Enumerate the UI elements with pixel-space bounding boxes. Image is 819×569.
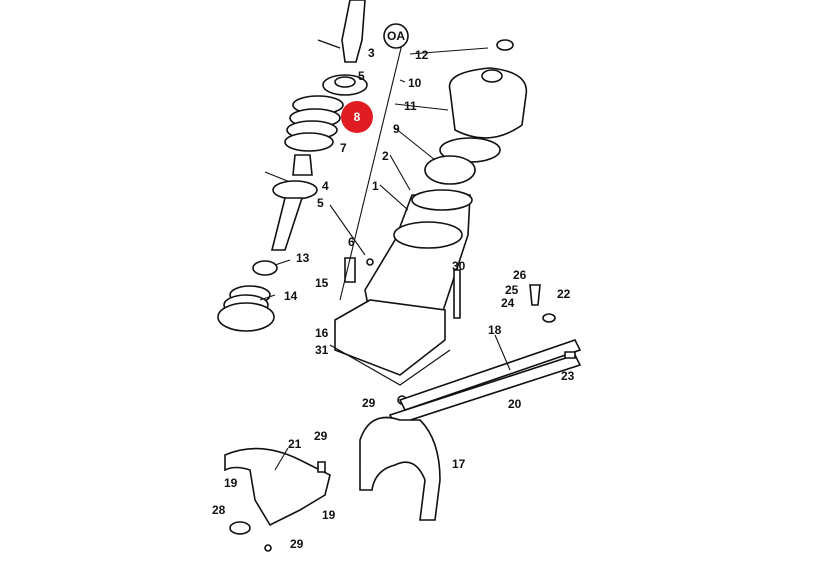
callout: 11 <box>404 99 417 113</box>
callout: 16 <box>315 326 329 340</box>
callout: 14 <box>284 289 298 303</box>
callout: 21 <box>288 437 302 451</box>
callout: 18 <box>488 323 502 337</box>
callout: 19 <box>322 508 336 522</box>
callout: 30 <box>452 259 466 273</box>
svg-text:OA: OA <box>387 29 405 43</box>
callout: 9 <box>393 122 400 136</box>
callout: 2 <box>382 149 389 163</box>
callout: 29 <box>290 537 304 551</box>
callout: 10 <box>408 76 422 90</box>
callout: 6 <box>348 235 355 249</box>
callout: 5 <box>317 196 324 210</box>
gear-lever <box>217 0 368 332</box>
callout: 24 <box>501 296 515 310</box>
leader-lines <box>259 43 511 471</box>
callout: 15 <box>315 276 329 290</box>
callout: 29 <box>314 429 328 443</box>
callout: 28 <box>212 503 226 517</box>
callout: 7 <box>340 141 347 155</box>
callout: 13 <box>296 251 310 265</box>
svg-text:8: 8 <box>354 110 361 124</box>
callout: 25 <box>505 283 519 297</box>
callout: 4 <box>322 179 329 193</box>
callout: 12 <box>415 48 429 62</box>
reference-badge: OA <box>383 23 409 49</box>
callout: 23 <box>561 369 575 383</box>
selector-forks <box>224 416 441 552</box>
callout: 1 <box>372 179 379 193</box>
callout: 17 <box>452 457 466 471</box>
callout: 22 <box>557 287 571 301</box>
callout: 5 <box>358 69 365 83</box>
part-callouts: 3 12 5 10 11 9 7 2 4 1 5 6 13 15 14 30 2… <box>212 46 575 551</box>
callout: 19 <box>224 476 238 490</box>
spring-boot <box>284 95 344 152</box>
highlighted-part-marker[interactable]: 8 <box>341 101 373 133</box>
selector-rails <box>388 284 582 426</box>
callout: 26 <box>513 268 527 282</box>
callout: 29 <box>362 396 376 410</box>
callout: 20 <box>508 397 522 411</box>
callout: 3 <box>368 46 375 60</box>
gaiter-cap <box>424 39 528 185</box>
callout: 31 <box>315 343 329 357</box>
shift-housing <box>329 189 473 405</box>
